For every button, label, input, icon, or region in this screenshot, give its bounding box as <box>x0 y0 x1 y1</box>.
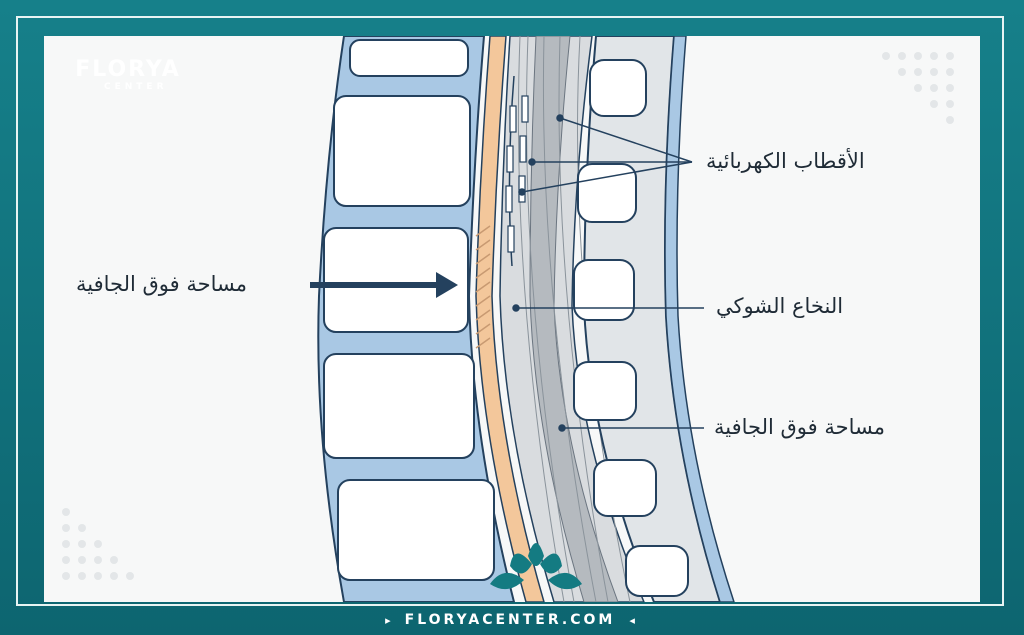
lotus-logo-icon <box>490 543 582 590</box>
dura-layer <box>475 36 545 602</box>
spinal-cord-core <box>529 36 619 602</box>
label-electrodes: الأقطاب الكهربائية <box>706 149 865 173</box>
brand-subtitle: CENTER <box>104 82 168 92</box>
spine-illustration <box>62 36 954 602</box>
label-epidural-space-left: مساحة فوق الجافية <box>76 272 247 296</box>
epidural-hatch <box>475 225 491 349</box>
footer-url[interactable]: FLORYACENTER.COM <box>404 612 616 628</box>
vertebra-body <box>333 95 471 207</box>
vertebra-body <box>337 479 495 581</box>
footer-arrow-right-icon: ◂ <box>629 613 635 627</box>
leader-lines <box>512 114 704 432</box>
illustration-panel <box>44 36 980 602</box>
brand-logo: FLORYA CENTER <box>68 58 188 102</box>
footer: ▸ FLORYACENTER.COM ◂ <box>360 606 660 634</box>
epidural-arrow <box>310 272 458 298</box>
posterior-vertebrae <box>573 36 735 602</box>
brand-name: FLORYA <box>75 57 181 82</box>
vertebra-body <box>323 227 469 333</box>
label-epidural-space-right: مساحة فوق الجافية <box>714 415 885 439</box>
electrode-lead <box>505 75 529 267</box>
frame-border <box>16 16 1004 606</box>
dot-pattern-bottom-left <box>62 508 134 580</box>
footer-arrow-left-icon: ▸ <box>385 613 391 627</box>
dot-pattern-top-right <box>882 52 954 124</box>
label-spinal-cord: النخاع الشوكي <box>716 294 844 318</box>
vertebra-body <box>349 39 469 77</box>
vertebra-body <box>323 353 475 459</box>
vertebral-column <box>317 36 516 602</box>
